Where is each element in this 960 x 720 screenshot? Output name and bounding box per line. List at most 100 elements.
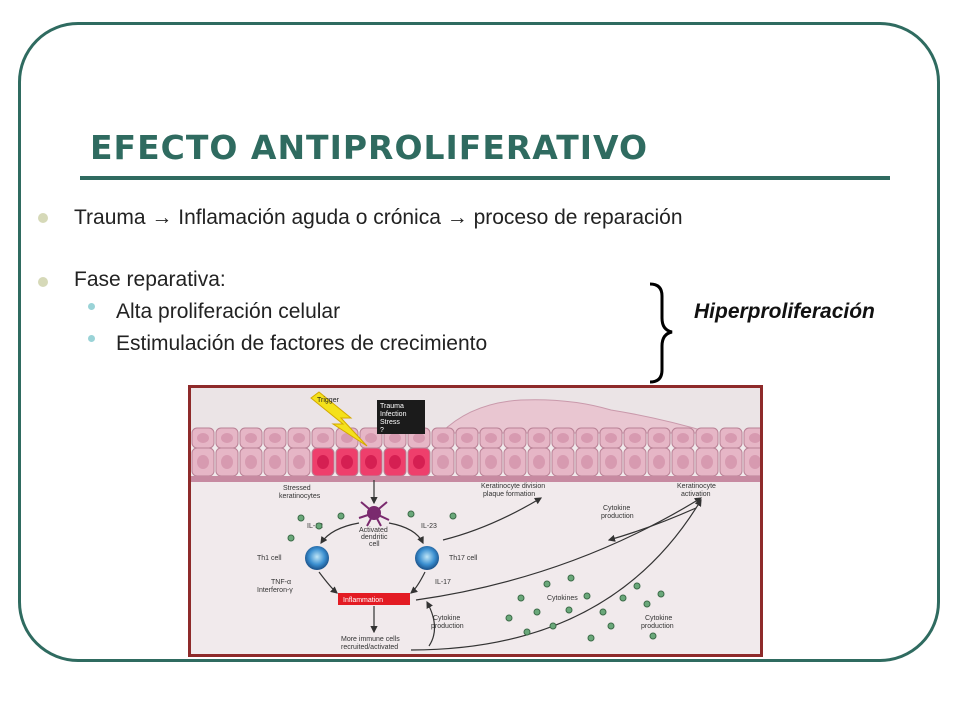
trigger-trauma: Trauma (380, 403, 404, 410)
th17-cell-icon (415, 546, 439, 570)
sub-bullet-factores: Estimulación de factores de crecimiento (116, 332, 488, 355)
keratinocyte-nucleus (437, 455, 449, 469)
keratinocyte-nucleus (677, 455, 689, 469)
arrow-activation-cytokine (607, 507, 697, 542)
curly-brace-icon (649, 282, 673, 384)
cytokine-dot (449, 512, 457, 520)
psoriasis-diagram-svg: Trigger Trauma Infection Stress ? Stress… (191, 388, 760, 654)
cytokine-dot (599, 608, 607, 616)
keratinocyte-nucleus (557, 433, 569, 443)
il23-label: IL-23 (421, 523, 437, 530)
cytokine-dot (287, 534, 295, 542)
cytokine-mid-label-2: production (431, 623, 464, 630)
arrow-immune-activation (410, 498, 702, 651)
plaque-mound (439, 399, 712, 434)
arrow-inflammation-activation (415, 497, 703, 601)
dc-label-3: cell (369, 541, 380, 548)
lightning-icon (310, 391, 368, 447)
division-label-2: plaque formation (483, 491, 535, 498)
inflammation-box (338, 593, 410, 605)
cytokine-dot (565, 606, 573, 614)
keratinocyte-nucleus (749, 455, 760, 469)
keratinocyte-nucleus (581, 433, 593, 443)
cytokine-top-label-2: production (601, 513, 634, 520)
th17-label: Th17 cell (449, 555, 478, 562)
th1-cell-icon (305, 546, 329, 570)
cytokine-dot (633, 582, 641, 590)
keratinocyte-nucleus (221, 433, 233, 443)
keratinocyte-nucleus (413, 433, 425, 443)
sub-bullet-proliferacion: Alta proliferación celular (116, 300, 341, 323)
cytokine-dot (549, 622, 557, 630)
trigger-label: Trigger (317, 397, 340, 404)
keratinocyte-nucleus (605, 433, 617, 443)
cytokine-dot (567, 574, 575, 582)
bullet-fase-reparativa: Fase reparativa: (74, 268, 226, 291)
trigger-stress: Stress (380, 419, 400, 426)
keratinocyte-nucleus (701, 433, 713, 443)
activation-label-2: activation (681, 491, 711, 498)
keratinocyte-nucleus (245, 455, 257, 469)
tnf-label: TNF-α (271, 579, 291, 586)
bullet-dot (38, 213, 48, 223)
keratinocyte-nucleus (461, 455, 473, 469)
cytokine-dot (583, 592, 591, 600)
keratinocyte-nucleus (293, 433, 305, 443)
arrow-th17-inflammation (410, 571, 426, 594)
cytokine-dot (619, 594, 627, 602)
keratinocyte-nucleus (365, 433, 377, 443)
cytokine-dot (523, 628, 531, 636)
cytokine-right-label-1: Cytokine (645, 615, 672, 622)
arrow-dc-th17 (388, 522, 424, 545)
cytokine-dot (517, 594, 525, 602)
more-immune-label-1: More immune cells (341, 636, 400, 643)
cytokine-dot (297, 514, 305, 522)
keratinocyte-nucleus (317, 455, 329, 469)
title-underline (80, 176, 890, 180)
keratinocyte-nucleus (461, 433, 473, 443)
cytokine-dot (505, 614, 513, 622)
keratinocyte-nucleus (653, 433, 665, 443)
cytokine-dot (407, 510, 415, 518)
keratinocyte-nucleus (533, 455, 545, 469)
interferon-label: Interferon-γ (257, 587, 293, 594)
cytokine-dot (315, 522, 323, 530)
keratinocyte-nucleus (389, 433, 401, 443)
cytokine-dot (649, 632, 657, 640)
hiperproliferacion-label: Hiperproliferación (694, 300, 875, 323)
keratinocyte-nucleus (509, 455, 521, 469)
inflammation-label: Inflammation (343, 597, 383, 604)
keratinocyte-nucleus (245, 433, 257, 443)
psoriasis-diagram: Trigger Trauma Infection Stress ? Stress… (188, 385, 763, 657)
more-immune-label-2: recruited/activated (341, 644, 398, 651)
keratinocyte-nucleus (533, 433, 545, 443)
division-label-1: Keratinocyte division (481, 483, 545, 490)
keratinocyte-nucleus (629, 455, 641, 469)
dendritic-cell-icon (358, 501, 390, 527)
keratinocyte-nucleus (749, 433, 760, 443)
keratinocyte-nucleus (413, 455, 425, 469)
cytokine-dot (607, 622, 615, 630)
keratinocyte-nucleus (725, 455, 737, 469)
arrow-dc-th1 (320, 522, 360, 544)
keratinocyte-nucleus (725, 433, 737, 443)
keratinocyte-nucleus (389, 455, 401, 469)
sub-bullet-dot (88, 335, 95, 342)
cytokine-dot (643, 600, 651, 608)
keratinocyte-nucleus (485, 433, 497, 443)
arrow-th1-inflammation (318, 571, 338, 594)
cytokine-dots (287, 510, 665, 642)
keratinocyte-nucleus (197, 455, 209, 469)
cytokine-mid-label-1: Cytokine (433, 615, 460, 622)
dc-label-2: dendritic (361, 534, 388, 541)
keratinocyte-row-upper (191, 427, 760, 449)
keratinocyte-nucleus (365, 455, 377, 469)
dc-label-1: Activated (359, 527, 388, 534)
keratinocyte-nucleus (341, 455, 353, 469)
keratinocyte-nucleus (677, 433, 689, 443)
th1-label: Th1 cell (257, 555, 282, 562)
keratinocyte-nucleus (197, 433, 209, 443)
keratinocyte-nucleus (293, 455, 305, 469)
keratinocyte-nucleus (509, 433, 521, 443)
trigger-box (377, 400, 425, 434)
